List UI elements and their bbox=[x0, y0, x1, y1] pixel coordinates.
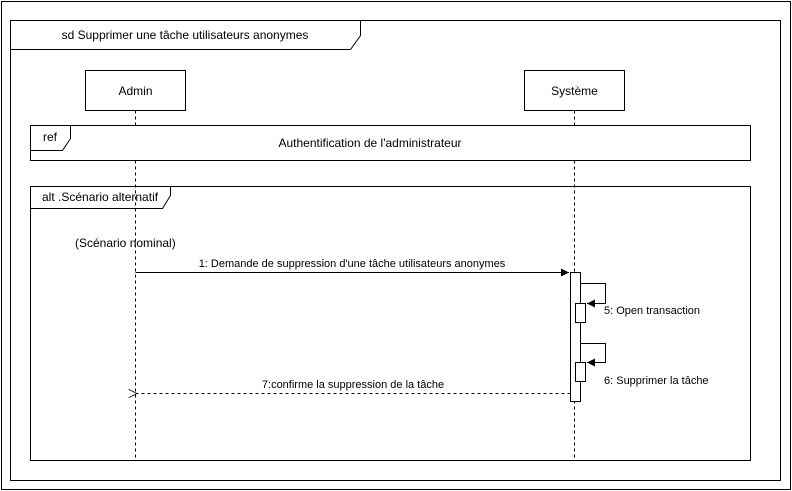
message-7-label: 7:confirme la suppression de la tâche bbox=[262, 379, 444, 391]
message-7: 7:confirme la suppression de la tâche bbox=[137, 379, 571, 394]
message-5-label: 5: Open transaction bbox=[604, 305, 700, 317]
activation-bar-systeme bbox=[570, 272, 581, 402]
message-1: 1: Demande de suppression d'une tâche ut… bbox=[135, 258, 569, 277]
activation-bar-nested-6 bbox=[575, 362, 586, 382]
ref-operator: ref bbox=[43, 130, 58, 144]
lifeline-admin-head[interactable] bbox=[85, 70, 186, 111]
ref-fragment: ref Authentification de l'administrateur bbox=[30, 125, 751, 161]
lifeline-systeme: Système bbox=[524, 70, 625, 111]
alt-guard: (Scénario nominal) bbox=[75, 236, 176, 250]
message-6-label: 6: Supprimer la tâche bbox=[604, 375, 709, 387]
ref-label: Authentification de l'administrateur bbox=[278, 136, 461, 150]
lifeline-systeme-label: Système bbox=[551, 84, 598, 98]
message-5: 5: Open transaction bbox=[575, 283, 700, 323]
sd-frame: sd Supprimer une tâche utilisateurs anon… bbox=[10, 20, 781, 481]
lifeline-admin-label: Admin bbox=[118, 84, 152, 98]
message-1-label: 1: Demande de suppression d'une tâche ut… bbox=[199, 258, 506, 270]
alt-fragment: alt .Scénario alternatif (Scénario nomin… bbox=[30, 186, 751, 461]
frame-title: sd Supprimer une tâche utilisateurs anon… bbox=[62, 28, 309, 42]
lifeline-admin: Admin bbox=[85, 70, 186, 111]
activation-bar-nested-5 bbox=[575, 303, 586, 323]
message-6: 6: Supprimer la tâche bbox=[575, 343, 709, 387]
alt-operator: alt .Scénario alternatif bbox=[42, 190, 159, 204]
